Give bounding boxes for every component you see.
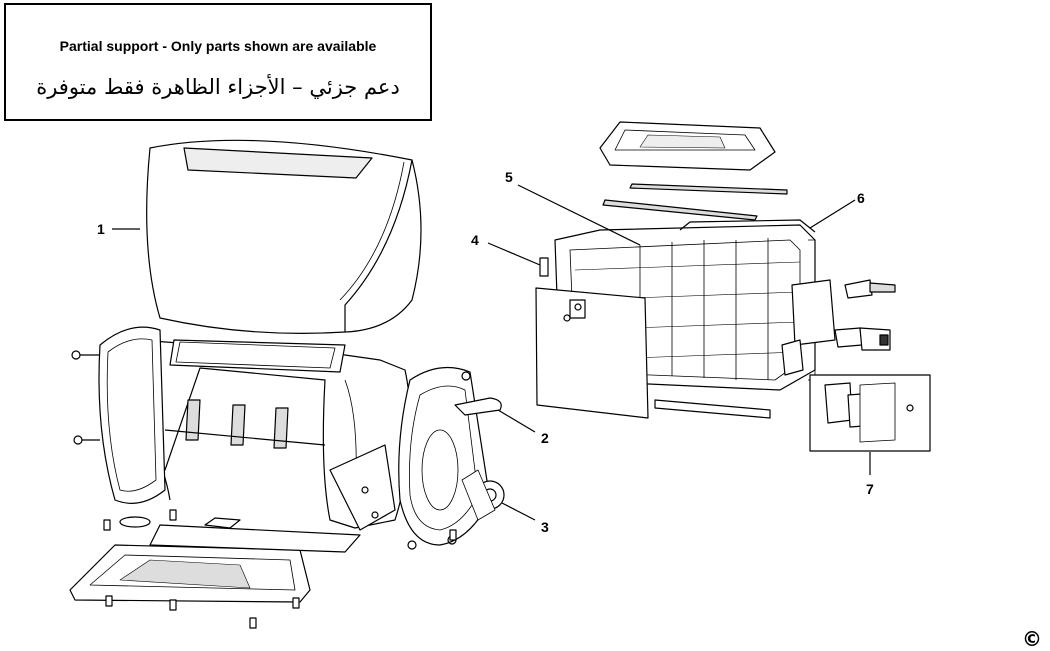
part-7-control-module [809, 374, 931, 475]
toaster-housing [137, 339, 412, 531]
leader-line-2 [497, 409, 536, 433]
switch-components [781, 279, 896, 376]
callout-5: 5 [505, 169, 513, 185]
copyright-mark: © [1022, 627, 1042, 651]
callout-4: 4 [471, 232, 479, 248]
leader-line-3 [501, 502, 536, 521]
part-4-side-plate [487, 242, 771, 419]
callout-1: 1 [97, 221, 105, 237]
leader-line-4 [487, 242, 541, 266]
top-lid [599, 121, 788, 221]
notice-english: Partial support - Only parts shown are a… [59, 38, 377, 54]
right-end-panel [398, 366, 491, 550]
part-1-outer-cover [112, 139, 422, 334]
callout-6: 6 [857, 190, 865, 206]
leader-line-5 [517, 184, 641, 246]
notice-arabic: دعم جزئي – الأجزاء الظاهرة فقط متوفرة [36, 75, 400, 99]
part-2-lever [454, 397, 536, 433]
callout-7: 7 [866, 481, 874, 497]
callout-2: 2 [541, 430, 549, 446]
base-tray [69, 509, 457, 629]
part-3-knob [461, 469, 536, 521]
availability-notice: Partial support - Only parts shown are a… [4, 3, 432, 121]
left-end-panel [71, 326, 166, 504]
callout-3: 3 [541, 519, 549, 535]
leader-line-6 [809, 199, 856, 229]
